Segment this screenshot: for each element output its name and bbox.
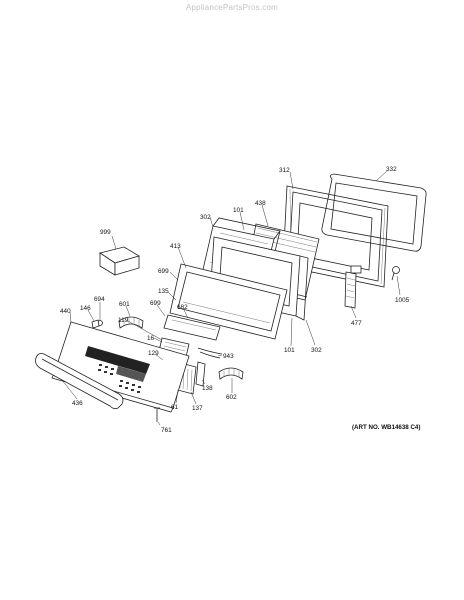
callout-312: 312 [279, 167, 290, 174]
callout-694: 694 [94, 296, 105, 303]
spacer-138[interactable] [195, 361, 206, 387]
callout-61: 61 [171, 404, 179, 411]
door-handle-436[interactable] [35, 353, 124, 410]
callout-101-lower: 101 [284, 347, 295, 354]
callout-943: 943 [223, 353, 234, 360]
door-outer-panel-413[interactable] [169, 263, 288, 340]
callout-119: 119 [118, 317, 129, 324]
callout-101-upper: 101 [233, 207, 244, 214]
callout-138: 138 [202, 385, 213, 392]
art-number: (ART NO. WB14638 C4) [352, 424, 420, 431]
clip-602[interactable] [218, 367, 244, 380]
leader-lines [61, 170, 401, 426]
callout-146: 146 [80, 305, 91, 312]
callout-699-lower: 699 [150, 300, 161, 307]
callout-332: 332 [386, 166, 397, 173]
callout-436: 436 [72, 400, 83, 407]
screw-146[interactable] [91, 319, 100, 329]
callout-440: 440 [60, 308, 71, 315]
callout-438: 438 [255, 200, 266, 207]
callout-16: 16 [147, 335, 155, 342]
door-hinge-477[interactable] [344, 271, 357, 309]
callout-601: 601 [119, 301, 130, 308]
callout-302-lower: 302 [311, 347, 322, 354]
screw-761[interactable] [154, 407, 160, 422]
harness-943[interactable] [197, 347, 223, 359]
callout-999: 999 [100, 229, 111, 236]
callout-129: 129 [148, 350, 159, 357]
callout-1005: 1005 [395, 297, 410, 304]
callout-302-upper: 302 [200, 214, 211, 221]
callout-761: 761 [161, 427, 172, 434]
callout-413: 413 [170, 243, 181, 250]
watermark: AppliancePartsPros.com [186, 3, 278, 12]
callout-682: 682 [177, 304, 188, 311]
bracket-682[interactable] [163, 314, 221, 341]
parts-box-999[interactable] [99, 246, 140, 276]
callout-labels: 312 332 438 101 302 999 413 699 135 1005… [60, 166, 410, 434]
screw-1005[interactable] [391, 266, 400, 281]
callout-477: 477 [351, 320, 362, 327]
callout-602: 602 [226, 394, 237, 401]
door-gasket-332[interactable] [321, 173, 427, 252]
control-panel-440[interactable] [51, 321, 190, 413]
callout-135: 135 [158, 288, 169, 295]
callout-137: 137 [192, 405, 203, 412]
callout-699-upper: 699 [158, 268, 169, 275]
